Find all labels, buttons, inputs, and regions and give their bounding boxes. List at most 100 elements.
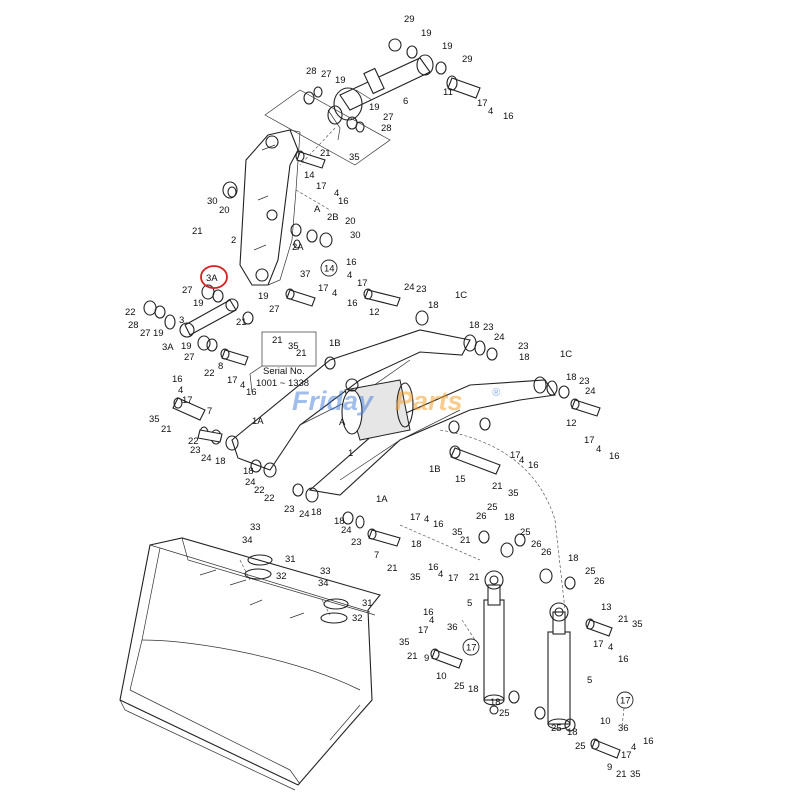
part-number-label: 27 [383,112,394,123]
part-number-label: 25 [454,681,465,692]
part-number-label: 33 [250,522,261,533]
part-number-label: 22 [254,485,265,496]
loader-arm-right [308,379,556,496]
part-number-label: 31 [362,598,373,609]
part-number-label: 23 [416,284,427,295]
part-number-label: 3A [162,342,174,353]
part-number-label: 21 [192,226,203,237]
watermark-text-1: Friday [292,386,375,416]
part-number-label: 1C [455,290,467,301]
part-number-label: 24 [245,477,256,488]
part-number-label: 21 [460,535,471,546]
part-number-label: 17 [584,435,595,446]
part-number-label: 1C [560,349,572,360]
part-number-label: 21 [320,148,331,159]
part-number-label: 30 [350,230,361,241]
part-number-label: 21 [236,317,247,328]
part-number-label: 35 [630,769,641,780]
part-number-label: 35 [632,619,643,630]
bucket-rings [244,554,349,624]
part-number-label: 15 [455,474,466,485]
part-number-label: A [314,204,321,215]
arm-pins [172,288,601,547]
part-number-label: 4 [519,455,524,466]
part-number-label: 22 [264,493,275,504]
part-number-label: 17 [418,625,429,636]
part-number-label: 18 [490,697,501,708]
part-number-label: 4 [596,444,601,455]
part-number-label: 17 [621,750,632,761]
part-number-label: 35 [288,341,299,352]
tilt-cylinder [327,54,434,141]
cylinder-pins [430,618,621,759]
watermark-text-2: Parts [395,386,463,416]
part-number-label: 16 [423,607,434,618]
part-number-label: 35 [149,414,160,425]
part-number-label: 21 [387,563,398,574]
part-number-label: 19 [335,75,346,86]
part-number-label: 35 [452,527,463,538]
part-number-label: 34 [318,578,329,589]
part-number-label: 21 [161,424,172,435]
part-number-label: 4 [240,380,245,391]
part-number-label: 27 [140,328,151,339]
part-number-label: 17 [318,283,329,294]
part-number-label: 17 [227,375,238,386]
part-number-label: 12 [369,307,380,318]
part-number-label: 26 [476,511,487,522]
part-number-label: 14 [304,170,315,181]
part-number-label: 4 [631,742,636,753]
part-number-label: 26 [541,547,552,558]
part-number-label: 18 [567,727,578,738]
part-number-label: 2B [327,212,339,223]
reference-circle [462,638,480,656]
watermark-reg: ® [492,387,501,399]
part-number-label: 35 [508,488,519,499]
serial-callout [249,331,317,393]
part-number-label: 17 [477,98,488,109]
part-number-label: 25 [551,723,562,734]
part-number-label: 4 [347,270,352,281]
part-number-label: 18 [568,553,579,564]
reference-label: 17 [466,643,477,654]
part-number-label: 25 [499,708,510,719]
bell-crank-link [239,129,331,286]
part-number-label: 22 [204,368,215,379]
part-number-label: 13 [601,602,612,613]
part-number-label: 28 [128,320,139,331]
part-number-label: 22 [188,436,199,447]
part-number-label: 18 [428,300,439,311]
tilt-bracket-outline [264,89,391,166]
part-number-label: 25 [585,566,596,577]
pin-11 [303,38,481,133]
part-number-label: 29 [404,14,415,25]
part-number-label: 19 [193,298,204,309]
part-number-label: 1B [329,338,341,349]
part-number-label: 27 [182,285,193,296]
reference-circle [616,691,634,709]
upper-pins [222,150,333,307]
part-number-label: 16 [428,562,439,573]
part-number-label: 23 [284,504,295,515]
part-number-label: 1 [348,448,353,459]
part-number-label: 19 [442,41,453,52]
part-number-label: 17 [182,395,193,406]
part-number-label: 28 [306,66,317,77]
part-number-label: 18 [243,466,254,477]
part-number-label: 18 [468,684,479,695]
part-number-label: 4 [608,642,613,653]
part-number-label: 4 [424,514,429,525]
part-number-label: 4 [332,288,337,299]
part-number-label: 11 [443,87,453,98]
lift-cylinder-left [483,570,505,715]
part-number-label: 18 [311,507,322,518]
part-number-label: 5 [587,675,592,686]
part-number-label: 2A [292,242,304,253]
part-number-label: 16 [643,736,654,747]
part-number-label: 23 [483,322,494,333]
part-number-label: 25 [487,502,498,513]
part-number-label: 18 [411,539,422,550]
lift-cylinder-right [547,602,571,730]
